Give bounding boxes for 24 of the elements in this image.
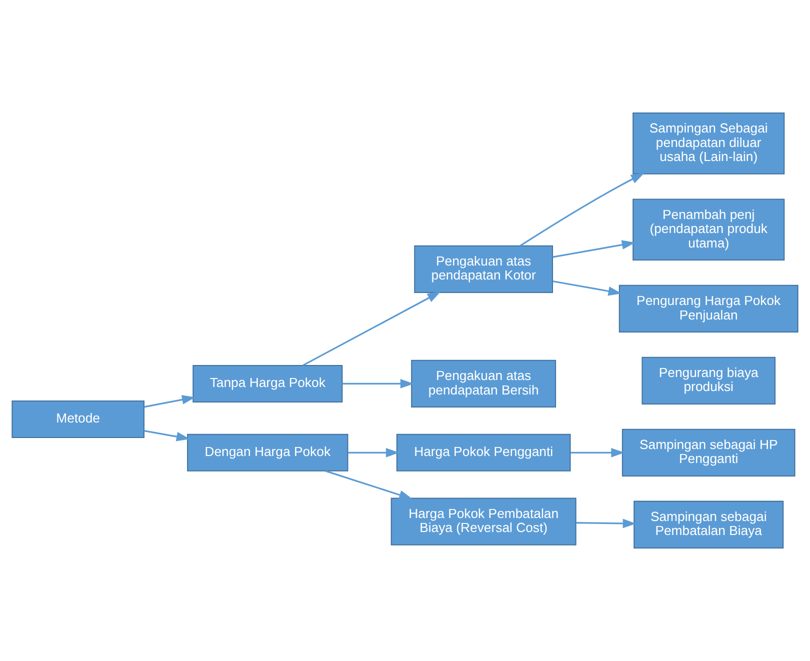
arrow [576,518,636,528]
arrow [520,173,644,246]
node-box: Dengan Harga Pokok [187,434,348,472]
node-box: Harga Pokok Pembatalan Biaya (Reversal Cost) [390,498,576,546]
node-box: Penambah penj (pendapatan produk utama) [632,198,785,261]
arrow [342,379,414,388]
arrow [348,448,400,458]
node-box: Pengakuan atas pendapatan Bersih [411,360,556,408]
node-box: Pengakuan atas pendapatan Kotor [414,245,553,293]
arrow [302,292,441,366]
node-box: Metode [12,400,144,438]
arrow [552,240,636,258]
arrow [144,395,196,408]
node-box: Tanpa Harga Pokok [192,364,343,402]
arrow [325,470,412,500]
arrow [570,448,625,458]
node-box: Pengurang biaya produksi [642,356,776,404]
node-box: Sampingan sebagai Pembatalan Biaya [634,500,784,548]
node-box: Sampingan sebagai HP Pengganti [622,428,796,476]
node-box: Pengurang Harga Pokok Penjualan [618,284,798,333]
node-box: Sampingan Sebagai pendapatan diluar usaha (Lain-lain) [632,112,785,174]
arrow [144,430,190,442]
node-box: Harga Pokok Pengganti [396,434,571,472]
arrow [552,280,622,296]
